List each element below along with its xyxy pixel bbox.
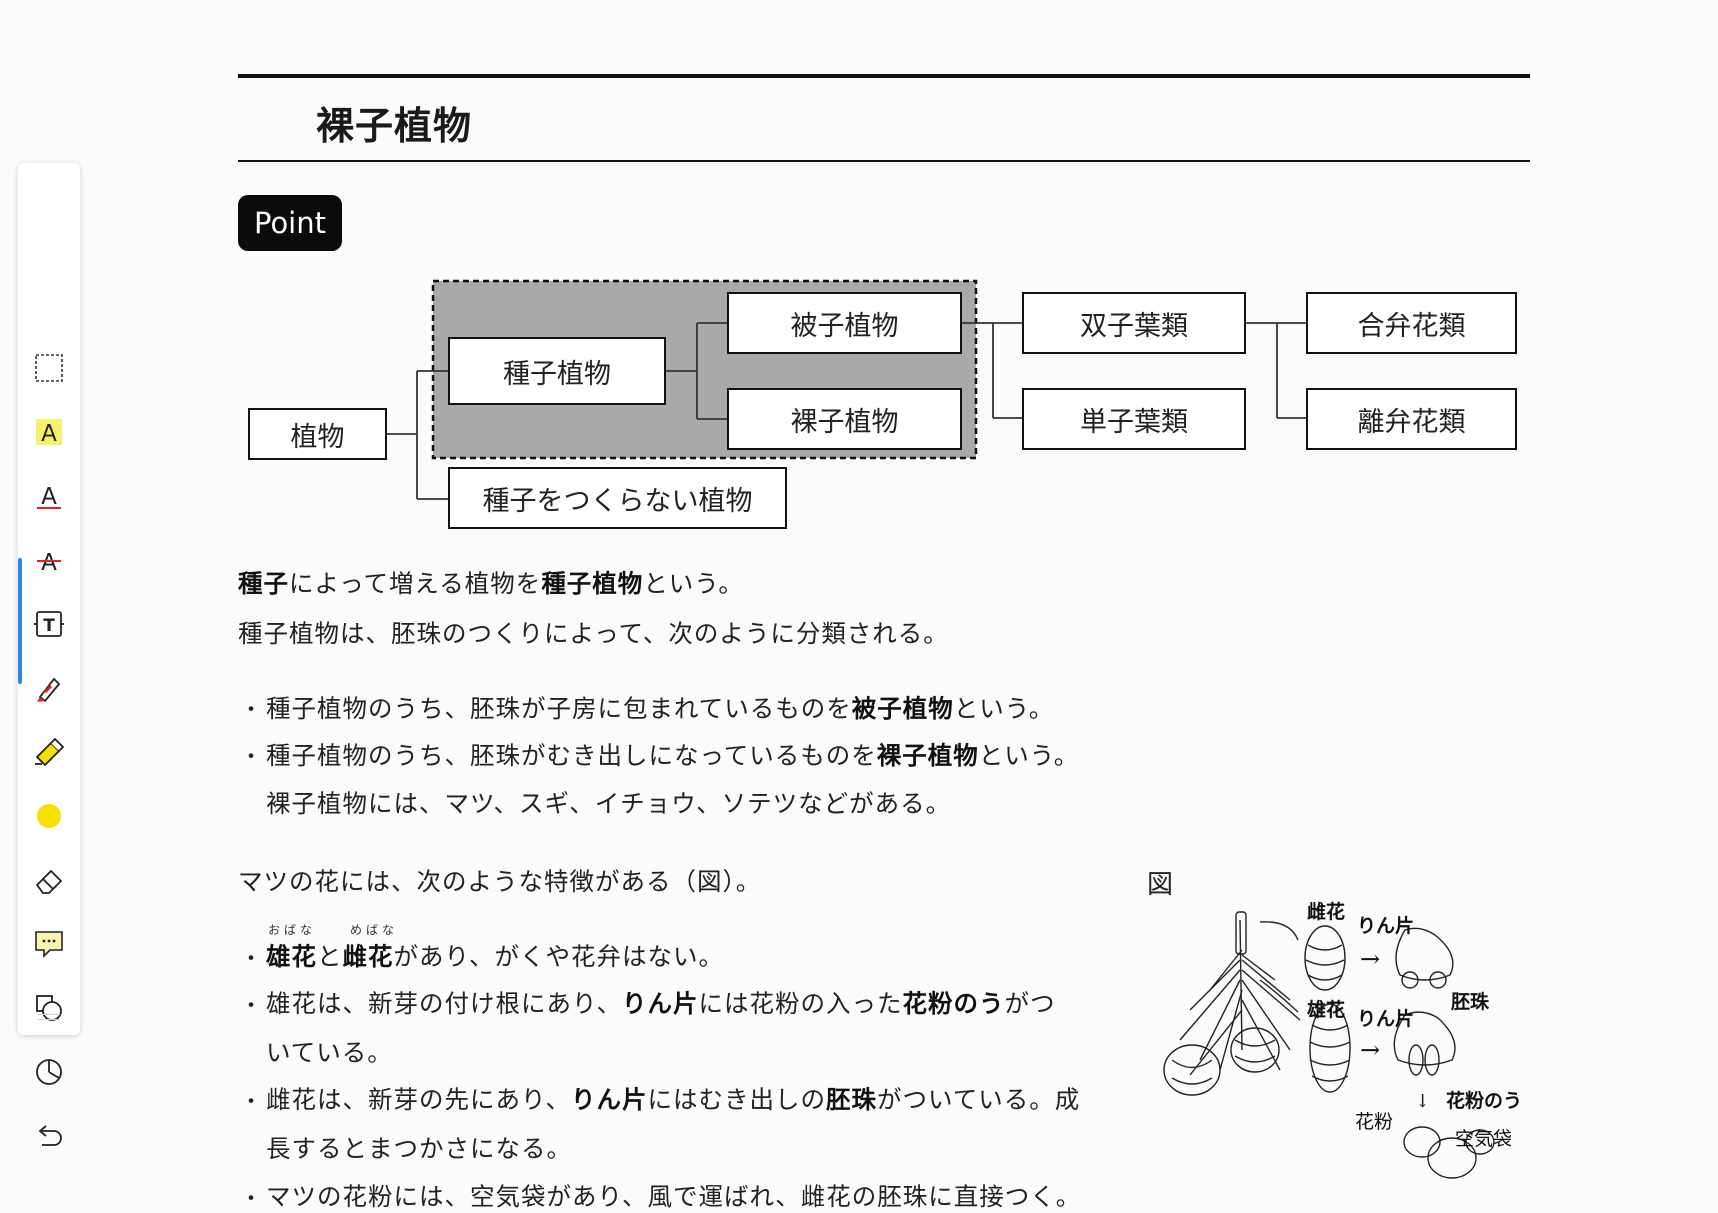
svg-text:A: A	[41, 550, 57, 575]
arrow-down: ↓	[1415, 1091, 1431, 1112]
text-box-icon: T	[34, 611, 64, 637]
undo-tool-button[interactable]	[18, 1109, 80, 1163]
node-dicots: 双子葉類	[1022, 292, 1246, 354]
pen-icon	[37, 677, 61, 703]
label-female-flower: 雌花	[1307, 901, 1346, 923]
node-angiosperms: 被子植物	[727, 292, 962, 354]
point-badge: Point	[238, 195, 342, 251]
underline-a-icon: A	[37, 484, 61, 510]
node-plants: 植物	[248, 408, 387, 460]
dashed-rect-icon	[35, 354, 63, 382]
bullet-mark: ・	[240, 1187, 263, 1212]
color-picker-button[interactable]	[18, 789, 80, 843]
svg-text:A: A	[41, 421, 57, 447]
bullet-gymnosperm-examples: 裸子植物には、マツ、スギ、イチョウ、ソテツなどがある。	[266, 789, 952, 818]
bullet-angiosperm: 種子植物のうち、胚珠が子房に包まれているものを被子植物という。	[266, 694, 1055, 723]
ruby-female-flower: めばな	[350, 923, 399, 937]
strike-a-icon: A	[37, 550, 61, 575]
bullet-male-flower: 雄花は、新芽の付け根にあり、りん片には花粉の入った花粉のうがつ	[266, 989, 1056, 1018]
shapes-icon	[36, 995, 62, 1021]
arrow-1: →	[1360, 945, 1381, 973]
label-pollen-sac: 花粉のう	[1446, 1090, 1523, 1112]
label-air-sac: 空気袋	[1455, 1128, 1513, 1150]
pine-intro: マツの花には、次のような特徴がある（図）。	[238, 867, 762, 896]
undo-icon	[38, 1125, 62, 1146]
label-scale-2: りん片	[1357, 1008, 1415, 1030]
text-strike-tool-button[interactable]: A	[18, 533, 80, 587]
eraser-tool-button[interactable]	[18, 853, 80, 907]
intro-line-2: 種子植物は、胚珠のつくりによって、次のように分類される。	[238, 619, 949, 648]
arrow-2: →	[1360, 1036, 1381, 1064]
pen-tool-button[interactable]	[18, 661, 80, 715]
label-male-flower: 雄花	[1307, 999, 1346, 1021]
node-gymnosperms: 裸子植物	[727, 388, 962, 450]
bullet-pollen: マツの花粉には、空気袋があり、風で運ばれ、雌花の胚珠に直接つく。	[266, 1182, 1082, 1211]
bullet-mark: ・	[240, 947, 263, 972]
svg-text:A: A	[41, 484, 57, 510]
bullet-male-flower-cont: いている。	[266, 1038, 393, 1067]
comment-tool-button[interactable]	[18, 917, 80, 971]
bullet-female-flower: 雌花は、新芽の先にあり、りん片にはむき出しの胚珠がついている。成	[266, 1085, 1081, 1114]
page-title-rule	[238, 160, 1530, 162]
bullet-mark: ・	[240, 745, 263, 770]
pie-icon	[36, 1059, 62, 1085]
label-ovule: 胚珠	[1451, 991, 1490, 1013]
toolbar-grip[interactable]	[38, 1014, 60, 1015]
highlighter-icon	[35, 737, 65, 767]
intro-line-1: 種子によって増える植物を種子植物という。	[238, 569, 744, 598]
text-highlight-tool-button[interactable]: A	[18, 405, 80, 459]
bullet-mark: ・	[240, 698, 263, 723]
page-top-rule	[238, 74, 1530, 78]
comment-icon	[35, 931, 63, 958]
node-choripetalous: 離弁花類	[1306, 388, 1517, 450]
select-tool-button[interactable]	[18, 341, 80, 395]
ruby-male-flower: おばな	[268, 923, 317, 937]
node-non-seed-plants: 種子をつくらない植物	[448, 467, 787, 529]
shape-tool-button[interactable]	[18, 981, 80, 1035]
yellow-dot-icon	[37, 804, 61, 828]
active-tool-indicator	[18, 558, 22, 684]
sticker-tool-button[interactable]	[18, 1045, 80, 1099]
bullet-mark: ・	[240, 994, 263, 1019]
node-seed-plants: 種子植物	[448, 337, 666, 405]
pine-flower-illustration	[1163, 911, 1495, 1179]
text-box-tool-button[interactable]: T	[18, 597, 80, 651]
node-monocots: 単子葉類	[1022, 388, 1246, 450]
bullet-female-flower-cont: 長するとまつかさになる。	[266, 1134, 572, 1163]
highlighter-tool-button[interactable]	[18, 725, 80, 779]
bullet-mark: ・	[240, 1090, 263, 1115]
label-pollen: 花粉	[1355, 1111, 1394, 1133]
bullet-flowers: 雄花と雌花があり、がくや花弁はない。	[266, 942, 725, 971]
page-title: 裸子植物	[316, 104, 473, 148]
highlight-a-icon: A	[36, 419, 62, 447]
annotation-toolbar: A A A T	[18, 163, 80, 1146]
bullet-gymnosperm: 種子植物のうち、胚珠がむき出しになっているものを裸子植物という。	[266, 741, 1080, 770]
svg-text:T: T	[43, 616, 55, 636]
toolbar-grip-line	[38, 1019, 60, 1020]
figure-label: 図	[1147, 870, 1174, 900]
text-underline-tool-button[interactable]: A	[18, 469, 80, 523]
node-sympetalous: 合弁花類	[1306, 292, 1517, 354]
label-scale-1: りん片	[1357, 915, 1415, 937]
eraser-icon	[35, 869, 63, 894]
